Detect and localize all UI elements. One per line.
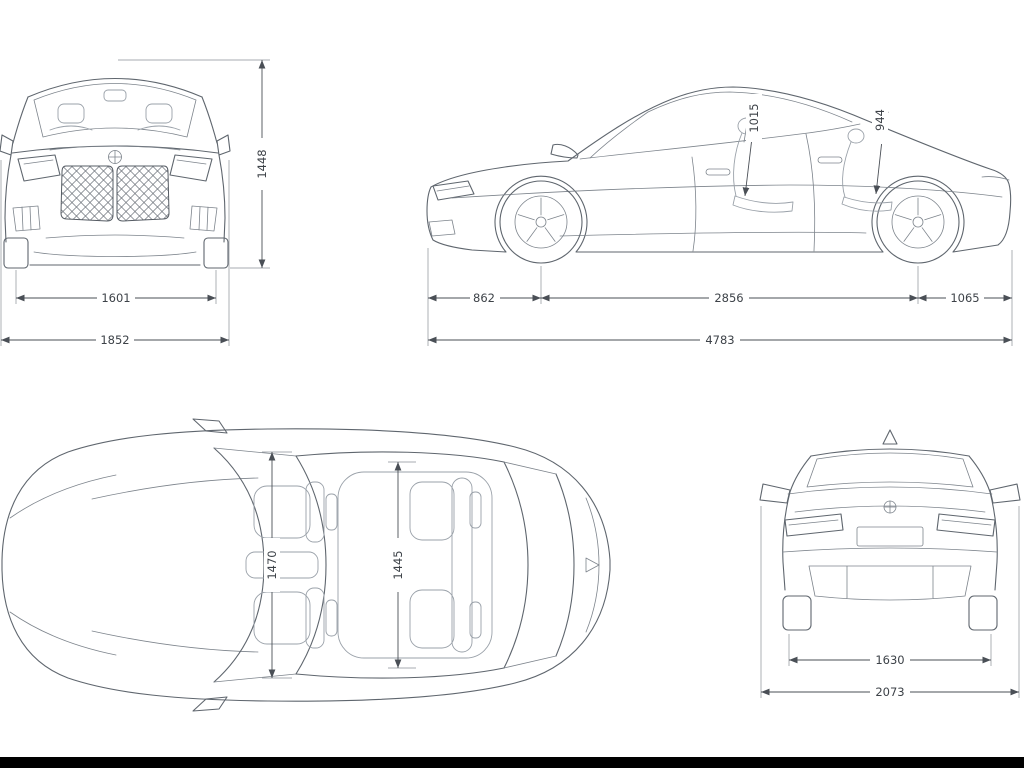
- front-windshield: [33, 83, 197, 138]
- rear-headroom-dimension-label: 944: [873, 109, 887, 131]
- overall-length-dimension-label: 4783: [705, 333, 734, 347]
- front-view: 1448 1601 1852: [0, 59, 270, 347]
- rear-interior-width-dimension-label: 1445: [391, 550, 405, 579]
- headlight-right: [169, 154, 213, 182]
- side-mirror: [550, 143, 579, 159]
- door-handle-rear: [817, 156, 843, 164]
- top-view: 1470 1445: [1, 418, 611, 712]
- side-headlight: [432, 180, 475, 201]
- rear-antenna-fin: [882, 429, 898, 445]
- front-car-drawing: [0, 77, 231, 269]
- side-car-drawing: [426, 86, 1012, 264]
- rear-mirror-right: [989, 483, 1021, 504]
- rear-diffuser: [808, 565, 972, 601]
- air-intake-left: [12, 205, 41, 232]
- top-interior-seats: [245, 477, 482, 653]
- rear-overhang-dimension-label: 1065: [950, 291, 979, 305]
- bmw-roundel-icon: [108, 150, 122, 164]
- rearview-mirror: [103, 89, 127, 102]
- side-dimensions: 1015 944 862 2856 1065 4783: [427, 94, 1013, 347]
- rear-bmw-roundel-icon: [883, 500, 897, 514]
- mirror-width-dimension-label: 2073: [875, 685, 904, 699]
- front-overhang-dimension-label: 862: [473, 291, 495, 305]
- height-dimension-label: 1448: [255, 149, 269, 178]
- overall-width-dimension-label: 1852: [100, 333, 129, 347]
- letterbox-bar: [0, 757, 1024, 768]
- top-mirror-lower: [192, 696, 228, 712]
- top-body-outline: [1, 428, 611, 702]
- wheelbase-dimension-label: 2856: [714, 291, 743, 305]
- taillight-left: [784, 513, 844, 537]
- headlight-left: [17, 154, 61, 182]
- license-plate-recess: [856, 526, 924, 547]
- front-roof-outline: [27, 77, 203, 98]
- side-mirror-right: [216, 134, 231, 156]
- rear-window: [806, 452, 974, 488]
- rear-car-drawing: [759, 429, 1021, 631]
- rear-window-line: [503, 461, 529, 669]
- front-headroom-dimension-label: 1015: [747, 103, 761, 132]
- front-wheel-right: [203, 237, 229, 269]
- top-mirror-upper: [192, 418, 228, 434]
- side-view: 1015 944 862 2856 1065 4783: [426, 86, 1013, 347]
- taillight-right: [936, 513, 996, 537]
- track-width-dimension-label: 1601: [101, 291, 130, 305]
- front-door-cut: [691, 156, 697, 252]
- rear-dimensions: 1630 2073: [760, 506, 1020, 699]
- front-dimensions: 1448 1601 1852: [0, 59, 270, 347]
- side-body-outline: [426, 86, 1012, 253]
- front-headrest-right: [145, 103, 173, 124]
- kidney-grille-right: [116, 165, 170, 222]
- front-wheel-left: [3, 237, 29, 269]
- front-headrest-left: [57, 103, 85, 124]
- rear-door-cut: [805, 133, 816, 252]
- door-handle-front: [705, 168, 731, 176]
- rear-wheel-right: [968, 595, 998, 631]
- top-dimensions: 1470 1445: [262, 451, 416, 679]
- sunroof-panel: [337, 471, 493, 659]
- rear-track-dimension-label: 1630: [875, 653, 904, 667]
- air-intake-right: [189, 205, 218, 232]
- rear-view: 1630 2073: [759, 429, 1021, 699]
- antenna-fin: [585, 557, 600, 573]
- rear-mirror-left: [759, 483, 791, 504]
- kidney-grille-left: [60, 165, 114, 222]
- top-car-drawing: [1, 418, 611, 712]
- rear-wheel-left: [782, 595, 812, 631]
- front-interior-width-dimension-label: 1470: [265, 550, 279, 579]
- side-mirror-left: [0, 134, 14, 156]
